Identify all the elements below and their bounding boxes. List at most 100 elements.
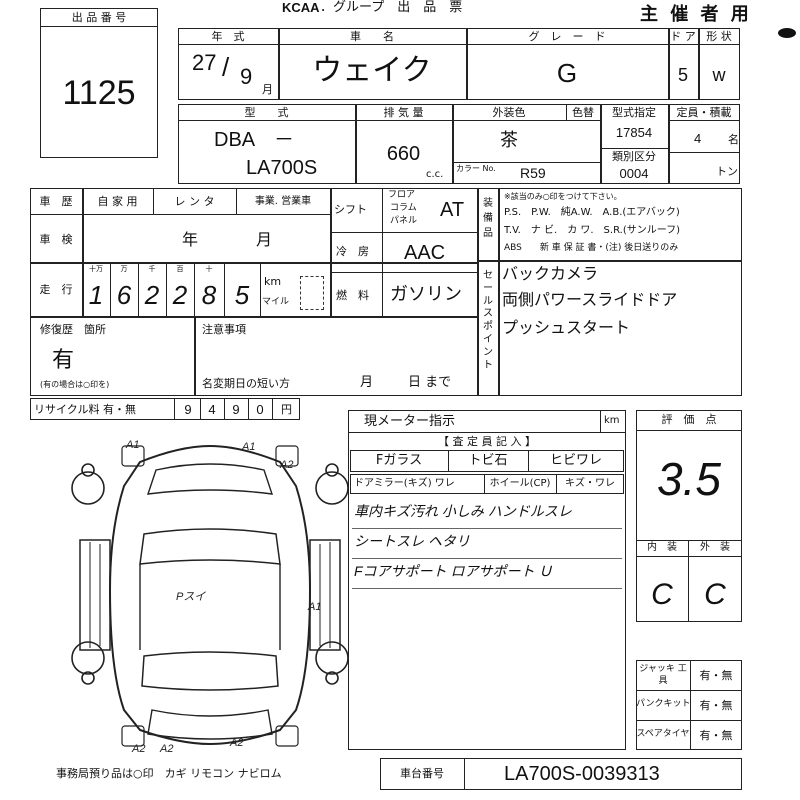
shift-value: AT: [440, 199, 465, 221]
ac-value: AAC: [404, 242, 446, 264]
inspector-note-1: 車内キズ汚れ 小しみ ハンドルスレ: [354, 503, 572, 519]
glass-crack: ヒビワレ: [549, 453, 602, 468]
glass-label: Fガラス: [375, 453, 423, 468]
sales-point-2: 両側パワースライドドア: [502, 290, 678, 309]
shift-option-panel: パネル: [390, 216, 418, 226]
shift-option-column: コラム: [390, 203, 417, 213]
month-value: 9: [240, 64, 253, 89]
capacity-persons: 4: [694, 131, 702, 146]
history-rental: レ ン タ: [174, 195, 215, 208]
spare-tire-value: 有・無: [699, 729, 733, 742]
mileage-mile-label: マイル: [262, 297, 290, 307]
equipment-line1: P.S. P.W. 純A.W. A.B.(エアバック): [504, 207, 680, 218]
sales-point-3: プッシュスタート: [502, 318, 631, 337]
lot-number-box: [40, 8, 158, 158]
mileage-unit-10: 十: [205, 265, 213, 273]
recycle-fee-label: リサイクル料 有・無: [34, 403, 136, 416]
displacement-unit: c.c.: [426, 169, 444, 180]
repair-history-note: (有の場合は○印を): [40, 380, 110, 389]
mileage-digit-4: 2: [172, 280, 188, 310]
recycle-unit: 円: [281, 403, 292, 416]
capacity-load-unit: トン: [716, 165, 738, 178]
exterior-grade: C: [704, 578, 726, 611]
shift-option-floor: フロア: [388, 190, 416, 200]
puncture-kit-value: 有・無: [699, 699, 733, 712]
repair-history-label: 修復歴 箇所: [40, 323, 106, 336]
exterior-color-label: 外装色: [492, 106, 526, 119]
history-label: 車 歴: [39, 195, 73, 208]
year-label: 年 式: [211, 30, 245, 43]
year-separator: /: [222, 52, 230, 82]
car-name: ウェイク: [312, 53, 432, 88]
color-change-label: 色替: [572, 106, 594, 119]
equipment-label: 装 備 品: [483, 198, 493, 239]
ac-label: 冷 房: [336, 245, 369, 258]
mileage-unit-100: 百: [176, 265, 184, 273]
equipment-line2: T.V. ナ ビ. カ ワ. S.R.(サンルーフ): [504, 225, 681, 236]
mileage-digit-2: 6: [116, 280, 132, 310]
interior-grade: C: [651, 578, 673, 611]
color-number-label: カラー No.: [456, 164, 496, 173]
office-items-note: 事務局預り品は○印 カギ リモコン ナビロム: [56, 767, 282, 780]
mileage-km-label: km: [264, 275, 282, 288]
inspection-month-unit: 月: [256, 230, 273, 249]
mileage-digit-3: 2: [144, 280, 160, 310]
shift-label: シフト: [334, 203, 367, 216]
punch-hole-mark: [778, 28, 796, 38]
recycle-digit-4: 0: [256, 402, 264, 417]
logo: KCAA: [282, 0, 320, 15]
history-private: 自 家 用: [97, 195, 138, 208]
lot-number: 1125: [62, 74, 136, 112]
capacity-label: 定員・積載: [676, 106, 732, 119]
spare-tire-label: スペアタイヤ: [636, 729, 690, 739]
model-value: LA700S: [246, 157, 318, 179]
chassis-number: LA700S-0039313: [504, 763, 660, 785]
recycle-digit-1: 9: [184, 402, 192, 417]
category-label: 類別区分: [612, 150, 656, 163]
damage-mark-7: A2: [159, 743, 173, 755]
glass-row: [350, 450, 624, 472]
model-designation-label: 型式指定: [612, 106, 656, 119]
inspection-label: 車 検: [39, 233, 73, 246]
month-unit: 月: [262, 83, 273, 96]
meter-label: 現メーター指示: [364, 414, 456, 429]
grade-label: グ レ ー ド: [528, 30, 606, 43]
damage-mark-1: A1: [125, 439, 139, 451]
km-mile-checkbox: [300, 276, 324, 310]
sales-point-1: バックカメラ: [502, 264, 599, 283]
displacement-label: 排 気 量: [383, 106, 424, 119]
damage-mark-5: A1: [307, 601, 321, 613]
exterior-color: 茶: [500, 130, 518, 151]
car-damage-diagram: A1 A1 A2 A1 A1 A2 A2 A2 Pスイ: [71, 439, 349, 755]
sales-points-label: セ ー ル ス ポ イ ン ト: [483, 270, 493, 371]
damage-mark-3: A2: [279, 459, 293, 471]
mileage-label: 走 行: [39, 283, 73, 296]
jack-tools-value: 有・無: [699, 669, 733, 682]
glass-chip: トビ石: [468, 453, 508, 468]
evaluation-score: 3.5: [657, 453, 721, 505]
model-prefix: DBA －: [214, 129, 295, 151]
recycle-digit-3: 9: [232, 402, 240, 417]
fuel-value: ガソリン: [390, 284, 462, 305]
mirror-row: [350, 474, 624, 494]
inspector-note-2: シートスレ ヘタリ: [354, 533, 470, 549]
evaluation-block: [636, 410, 742, 622]
mileage-unit-1k: 千: [148, 265, 156, 273]
equipment-block: [478, 188, 742, 396]
equipment-line3: ABS 新 車 保 証 書・(注) 後日送りのみ: [504, 243, 679, 253]
mileage-unit-100k: 十万: [89, 265, 103, 273]
chassis-number-row: [380, 758, 742, 790]
inspector-header: 【 査 定 員 記 入 】: [438, 435, 536, 448]
color-number: R59: [520, 165, 546, 181]
year-value: 27: [192, 50, 217, 75]
mileage-digit-6: 5: [234, 280, 250, 310]
recycle-digit-2: 4: [208, 402, 216, 417]
meter-unit: km: [604, 415, 620, 426]
chassis-number-label: 車台番号: [400, 767, 444, 780]
deadline-month-unit: 月: [360, 375, 374, 390]
wheel-damage: キズ・ワレ: [565, 478, 615, 489]
vehicle-condition-block: [30, 188, 478, 396]
recycle-fee-row: [30, 398, 300, 420]
deadline-day-unit: 日 まで: [408, 375, 452, 390]
fuel-label: 燃 料: [336, 289, 369, 302]
